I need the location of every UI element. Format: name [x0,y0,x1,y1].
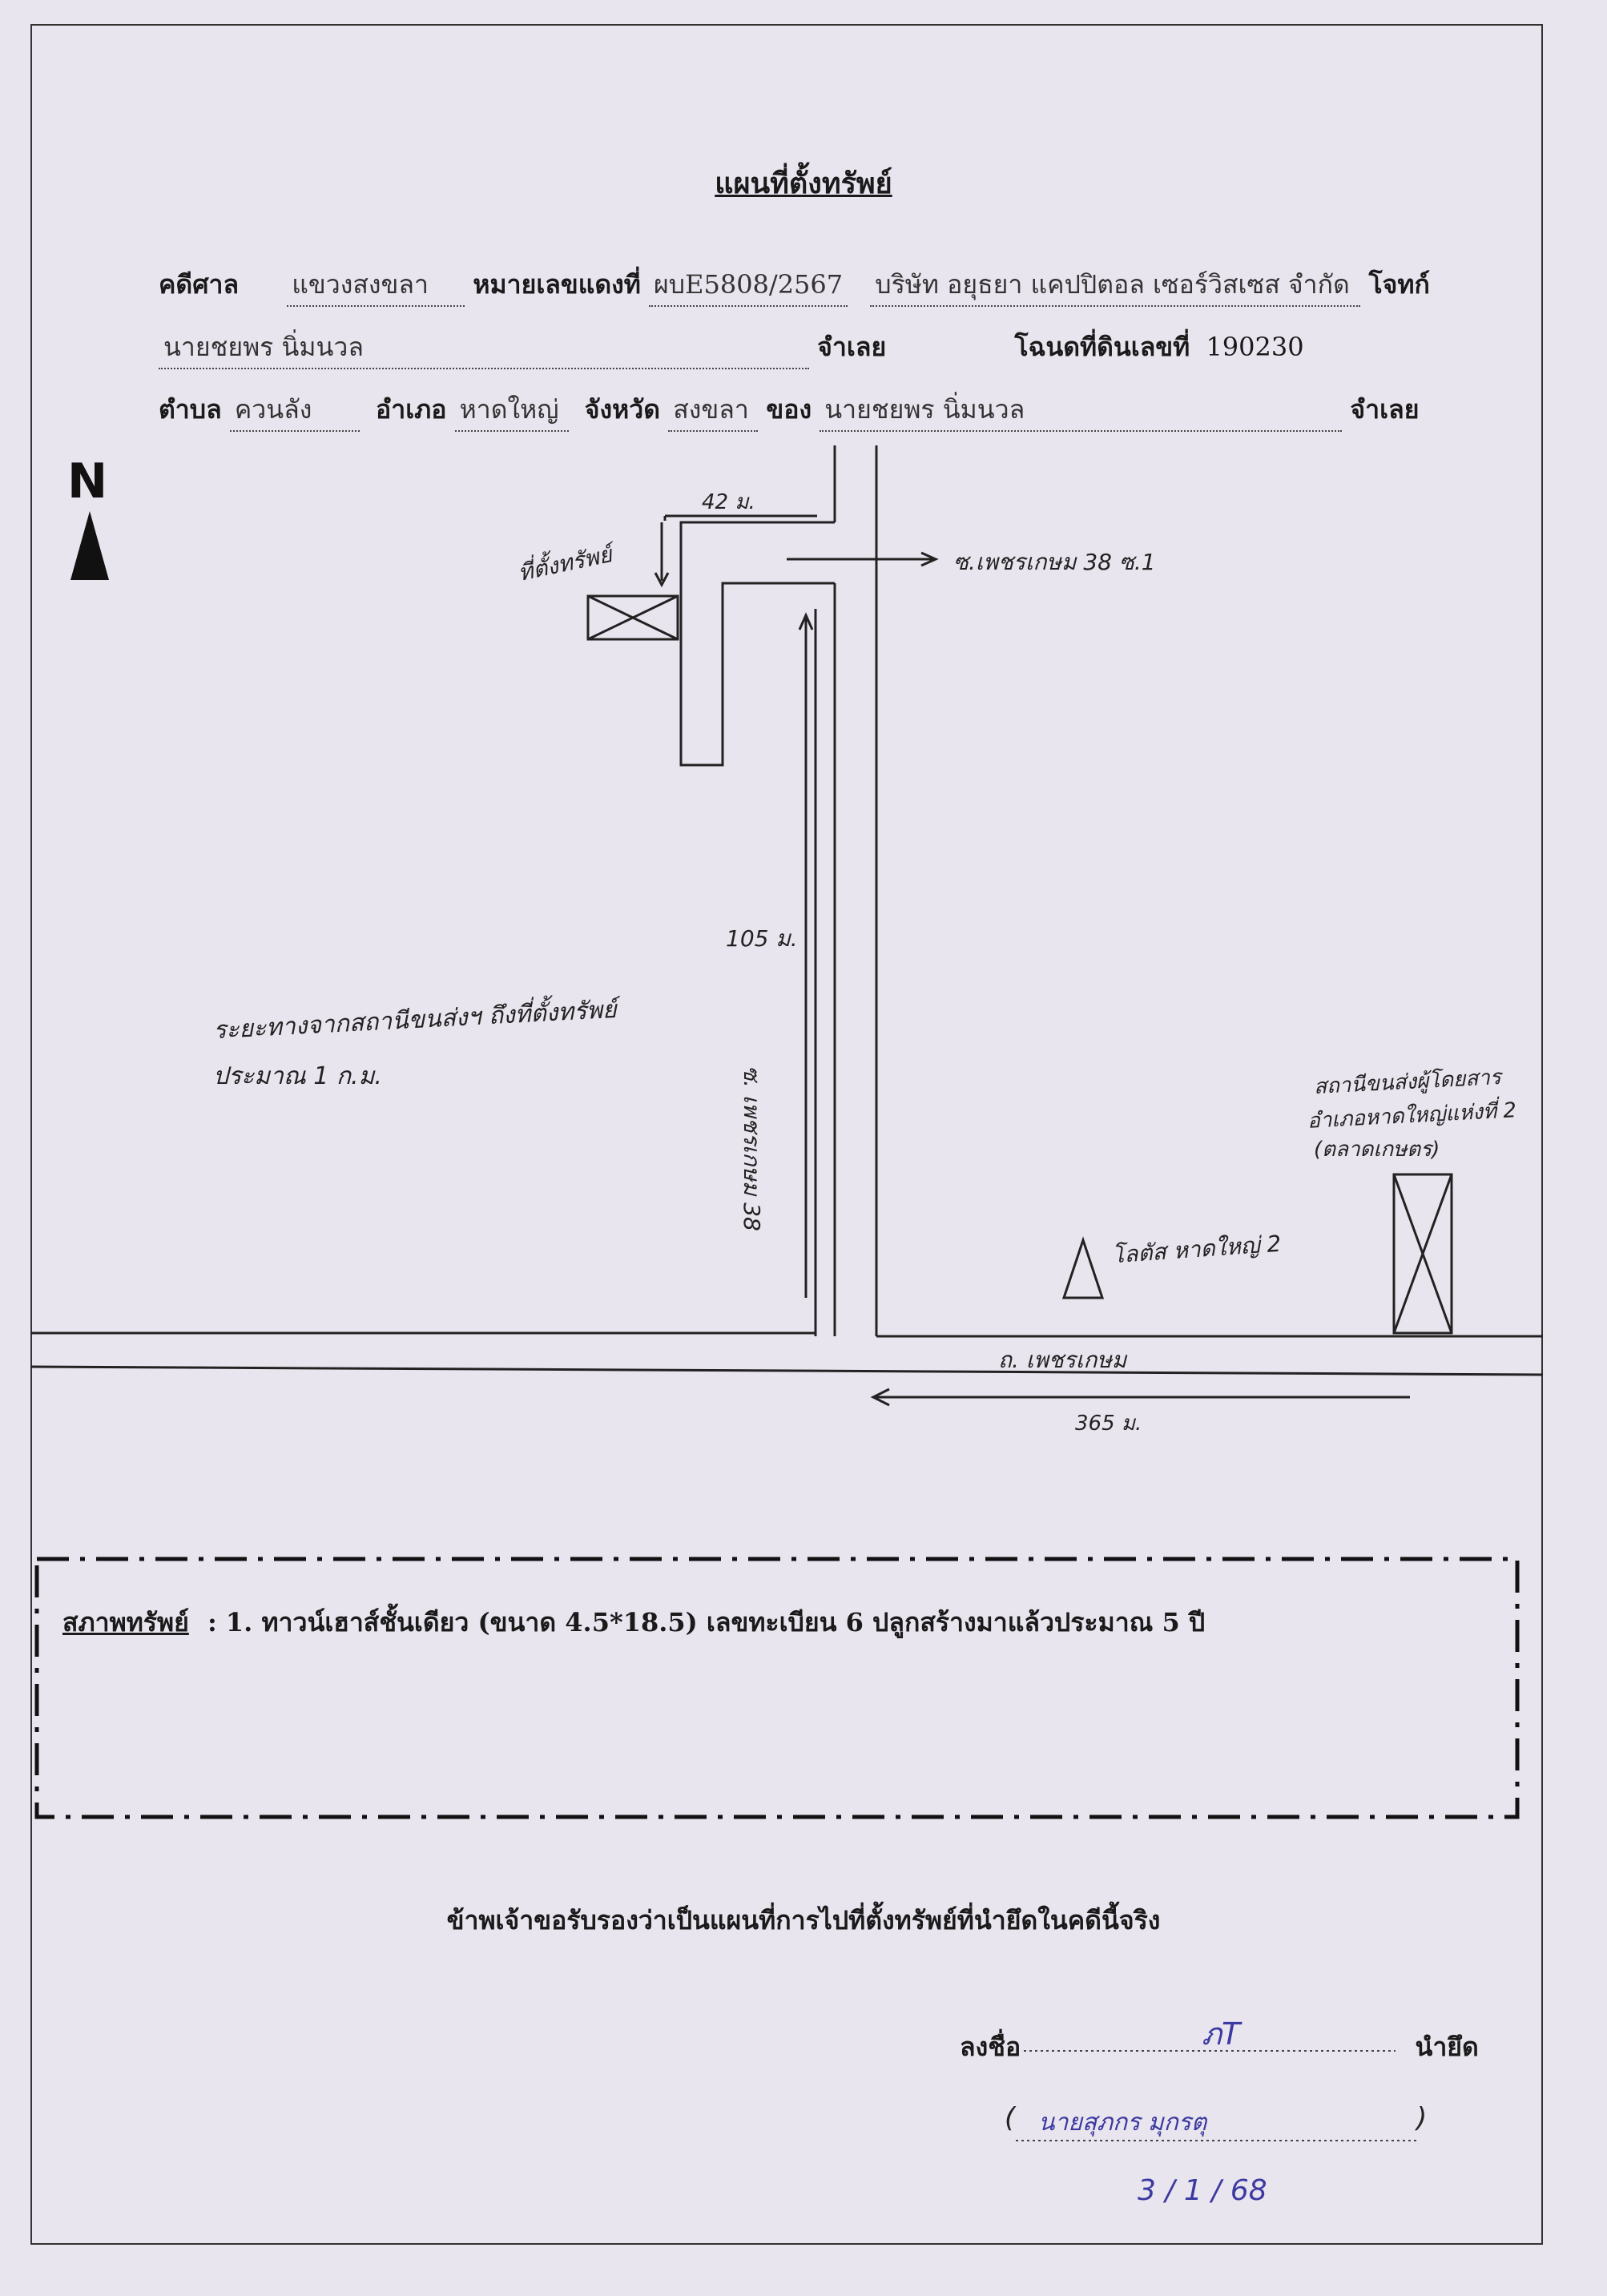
dim-365m-label: 365 ม. [1075,1412,1142,1436]
subdistrict-label: ตำบล [159,394,222,425]
dim-105m-label: 105 ม. [726,925,798,952]
dim-42m-label: 42 ม. [702,490,755,514]
soi-road [814,445,878,1336]
plaintiff-label: โจทก์ [1368,269,1430,300]
road-vertical-label: ซ. เพชรเกษม 38 [739,1065,765,1231]
signature-mark: ภT [1202,2016,1241,2052]
sign-line: ลงชื่อ นำยึด [960,2027,1479,2068]
owner-suffix: จำเลย [1350,394,1420,425]
defendant-label: จำเลย [817,332,887,362]
name-paren-open: ( [1005,2102,1016,2134]
signer-name: นายสุภกร มุกรตุ [1038,2109,1207,2137]
header-line-3: ตำบล ควนลัง อำเภอ หาดใหญ่ จังหวัด สงขลา … [159,389,1419,432]
district-label: อำเภอ [376,394,447,425]
case-label: หมายเลขแดงที่ [473,269,641,300]
deed-value: 190230 [1206,332,1304,362]
arrow-soi [787,551,939,567]
condition-label: สภาพทรัพย์ [62,1607,189,1637]
court-label: คดีศาล [159,269,240,300]
branch-lane [663,514,835,767]
arrow-365m [870,1388,1410,1407]
arrow-up-soi [798,612,814,1298]
header-line-2: นายชยพร นิ่มนวล จำเลย โฉนดที่ดินเลขที่ 1… [159,327,1304,369]
certify-statement: ข้าพเจ้าขอรับรองว่าเป็นแผนที่การไปที่ตั้… [446,1905,1161,1935]
sign-date: 3 / 1 / 68 [1138,2174,1267,2207]
province-value: สงขลา [668,389,759,432]
defendant-value: นายชยพร นิ่มนวล [159,327,809,369]
district-value: หาดใหญ่ [454,389,569,432]
province-label: จังหวัด [584,394,661,425]
main-road [30,1331,1544,1376]
landmark-triangle-icon [1061,1236,1105,1299]
north-arrow-icon [70,511,109,580]
plaintiff-value: บริษัท อยุธยา แคปปิตอล เซอร์วิสเซส จำกัด [870,264,1361,307]
main-road-label: ถ. เพชรเกษม [998,1347,1127,1373]
condition-line: สภาพทรัพย์ : 1. ทาวน์เฮาส์ชั้นเดียว (ขนา… [62,1602,1205,1643]
owner-label: ของ [766,394,812,425]
sign-suffix: นำยึด [1415,2032,1479,2062]
sign-label: ลงชื่อ [960,2032,1021,2062]
case-value: ผบE5808/2567 [649,264,848,307]
signature-lines [1016,2050,1416,2141]
station-marker [1392,1173,1453,1335]
property-marker [586,594,679,641]
north-label: N [67,453,108,510]
station-label-3: (ตลาดเกษตร) [1314,1138,1440,1162]
subdistrict-value: ควนลัง [229,389,360,432]
condition-text: : 1. ทาวน์เฮาส์ชั้นเดียว (ขนาด 4.5*18.5)… [207,1607,1206,1637]
soi-label: ซ.เพชรเกษม 38 ซ.1 [953,549,1156,575]
condition-box [34,1557,1520,1819]
page-title: แผนที่ตั้งทรัพย์ [715,167,892,200]
dimension-42m [654,522,670,588]
document-sheet [30,24,1543,2245]
deed-label: โฉนดที่ดินเลขที่ [1014,332,1190,362]
court-value: แขวงสงขลา [287,264,465,307]
distance-note-2: ประมาณ 1 ก.ม. [213,1062,382,1090]
name-paren-close: ) [1416,2102,1428,2134]
header-line-1: คดีศาล แขวงสงขลา หมายเลขแดงที่ ผบE5808/2… [159,264,1430,307]
owner-value: นายชยพร นิ่มนวล [820,389,1343,432]
